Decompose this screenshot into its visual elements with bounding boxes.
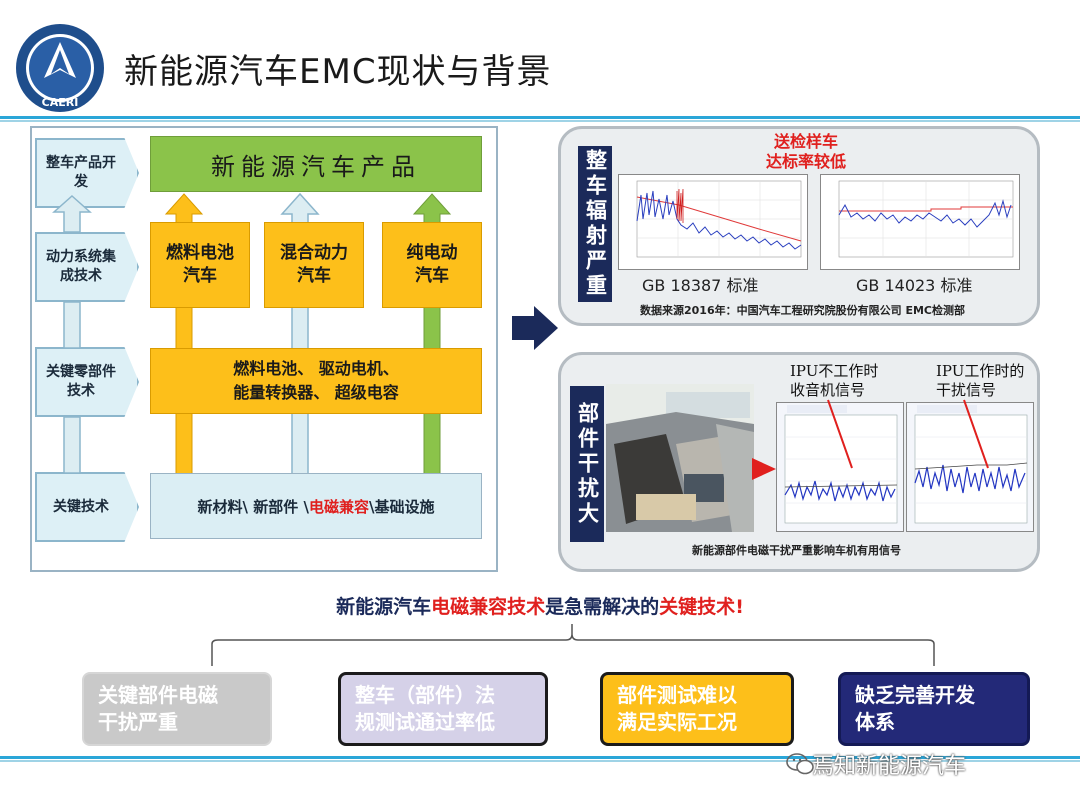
sample-note-line1: 送检样车 — [774, 132, 839, 151]
fuel-cell-line2: 汽车 — [183, 266, 217, 286]
hybrid-vehicle-box: 混合动力 汽车 — [264, 222, 364, 308]
fuel-cell-column-arrow — [164, 193, 204, 474]
ipu-on-label: IPU工作时的 干扰信号 — [936, 362, 1024, 400]
stage-up-arrow — [52, 194, 92, 233]
parts-interference-label: 部件干扰大 — [570, 386, 604, 542]
key-tech-emc-highlight: 电磁兼容 — [308, 497, 369, 516]
key-tech-box: 新材料\ 新部件 \电磁兼容\基础设施 — [150, 473, 482, 539]
conclusion-part3: ! — [735, 596, 744, 618]
logo-text: CAERI — [42, 96, 79, 109]
key-components-box: 燃料电池、 驱动电机、 能量转换器、 超级电容 — [150, 348, 482, 414]
ipu-on-line1: IPU工作时的 — [936, 362, 1025, 380]
watermark-text: 焉知新能源汽车 — [812, 754, 967, 779]
issue1-line2: 干扰严重 — [98, 710, 178, 734]
bev-line1: 纯电动 — [406, 243, 458, 263]
ev-product-box: 新能源汽车产品 — [150, 136, 482, 192]
key-tech-part2: \基础设施 — [368, 497, 435, 516]
pointer-line-icon — [827, 399, 853, 469]
issue3-line2: 满足实际工况 — [617, 710, 737, 734]
bev-line2: 汽车 — [415, 266, 449, 286]
page-title: 新能源汽车EMC现状与背景 — [124, 52, 552, 92]
conclusion-highlight-key: 关键技术 — [659, 596, 736, 618]
hybrid-column-arrow — [280, 192, 320, 474]
issue1-line1: 关键部件电磁 — [98, 683, 218, 707]
issue-component-emi: 关键部件电磁 干扰严重 — [82, 672, 272, 746]
data-source-note: 数据来源2016年：中国汽车工程研究院股份有限公司 EMC检测部 — [640, 304, 965, 317]
ipu-off-spectrum — [776, 402, 904, 532]
issue4-line1: 缺乏完善开发 — [855, 683, 975, 707]
conclusion-part2: 是急需解决的 — [545, 596, 660, 618]
stage-label-vehicle-dev: 整车产品开发 — [35, 138, 139, 208]
conclusion-highlight-emc: 电磁兼容技术 — [431, 596, 546, 618]
bev-vehicle-box: 纯电动 汽车 — [382, 222, 482, 308]
stage-label-powertrain: 动力系统集成技术 — [35, 232, 139, 302]
gb18387-plot-icon — [636, 180, 802, 258]
hybrid-line2: 汽车 — [297, 266, 331, 286]
issue-dev-system: 缺乏完善开发 体系 — [838, 672, 1030, 746]
gb18387-chart — [618, 174, 808, 270]
wechat-icon — [786, 753, 814, 775]
issue2-line1: 整车（部件）法 — [355, 683, 495, 707]
issue3-line1: 部件测试难以 — [617, 683, 737, 707]
stage-up-arrow — [63, 417, 81, 473]
components-line2: 能量转换器、 超级电容 — [233, 383, 399, 402]
gb14023-caption: GB 14023 标准 — [856, 276, 973, 295]
gb14023-chart — [820, 174, 1020, 270]
stage-label-key-tech: 关键技术 — [35, 472, 139, 542]
issue4-line2: 体系 — [855, 710, 895, 734]
car-interior-photo — [606, 384, 754, 532]
gb14023-plot-icon — [838, 180, 1014, 258]
pointer-line-icon — [963, 399, 989, 469]
gb18387-caption: GB 18387 标准 — [642, 276, 759, 295]
conclusion-text: 新能源汽车电磁兼容技术是急需解决的关键技术! — [0, 592, 1080, 619]
issue-regulation-pass-rate: 整车（部件）法 规测试通过率低 — [338, 672, 548, 746]
stage-label-components: 关键零部件技术 — [35, 347, 139, 417]
ipu-on-line2: 干扰信号 — [936, 381, 997, 399]
issue2-line2: 规测试通过率低 — [355, 710, 495, 734]
sample-note: 送检样车 达标率较低 — [766, 132, 846, 172]
hybrid-line1: 混合动力 — [280, 243, 348, 263]
fuel-cell-line1: 燃料电池 — [166, 243, 234, 263]
footer-divider-light — [0, 760, 1080, 762]
red-pointer-icon — [752, 458, 776, 480]
sample-note-line2: 达标率较低 — [766, 152, 847, 171]
issue-bracket — [211, 624, 935, 666]
parts-caption: 新能源部件电磁干扰严重影响车机有用信号 — [692, 544, 901, 557]
conclusion-part1: 新能源汽车 — [336, 596, 432, 618]
parts-interference-label-text: 部件干扰大 — [575, 401, 600, 527]
ipu-off-spectrum-plot-icon — [784, 405, 898, 524]
header-divider-light — [0, 120, 1080, 122]
footer-divider — [0, 756, 1080, 759]
ipu-on-spectrum-plot-icon — [914, 405, 1028, 524]
bev-column-arrow — [412, 193, 452, 474]
header-divider — [0, 116, 1080, 119]
ipu-off-line2: 收音机信号 — [790, 381, 866, 399]
issue-test-conditions: 部件测试难以 满足实际工况 — [600, 672, 794, 746]
ipu-off-label: IPU不工作时 收音机信号 — [790, 362, 878, 400]
vehicle-radiation-label: 整车辐射严重 — [578, 146, 612, 302]
fuel-cell-vehicle-box: 燃料电池 汽车 — [150, 222, 250, 308]
components-line1: 燃料电池、 驱动电机、 — [233, 359, 399, 378]
caeri-logo-icon: CAERI — [16, 24, 104, 112]
key-tech-part1: 新材料\ 新部件 \ — [197, 497, 309, 516]
ipu-on-spectrum — [906, 402, 1034, 532]
stage-up-arrow — [63, 302, 81, 348]
vehicle-radiation-label-text: 整车辐射严重 — [583, 149, 608, 299]
ipu-off-line1: IPU不工作时 — [790, 362, 879, 380]
right-arrow-icon — [512, 306, 558, 350]
